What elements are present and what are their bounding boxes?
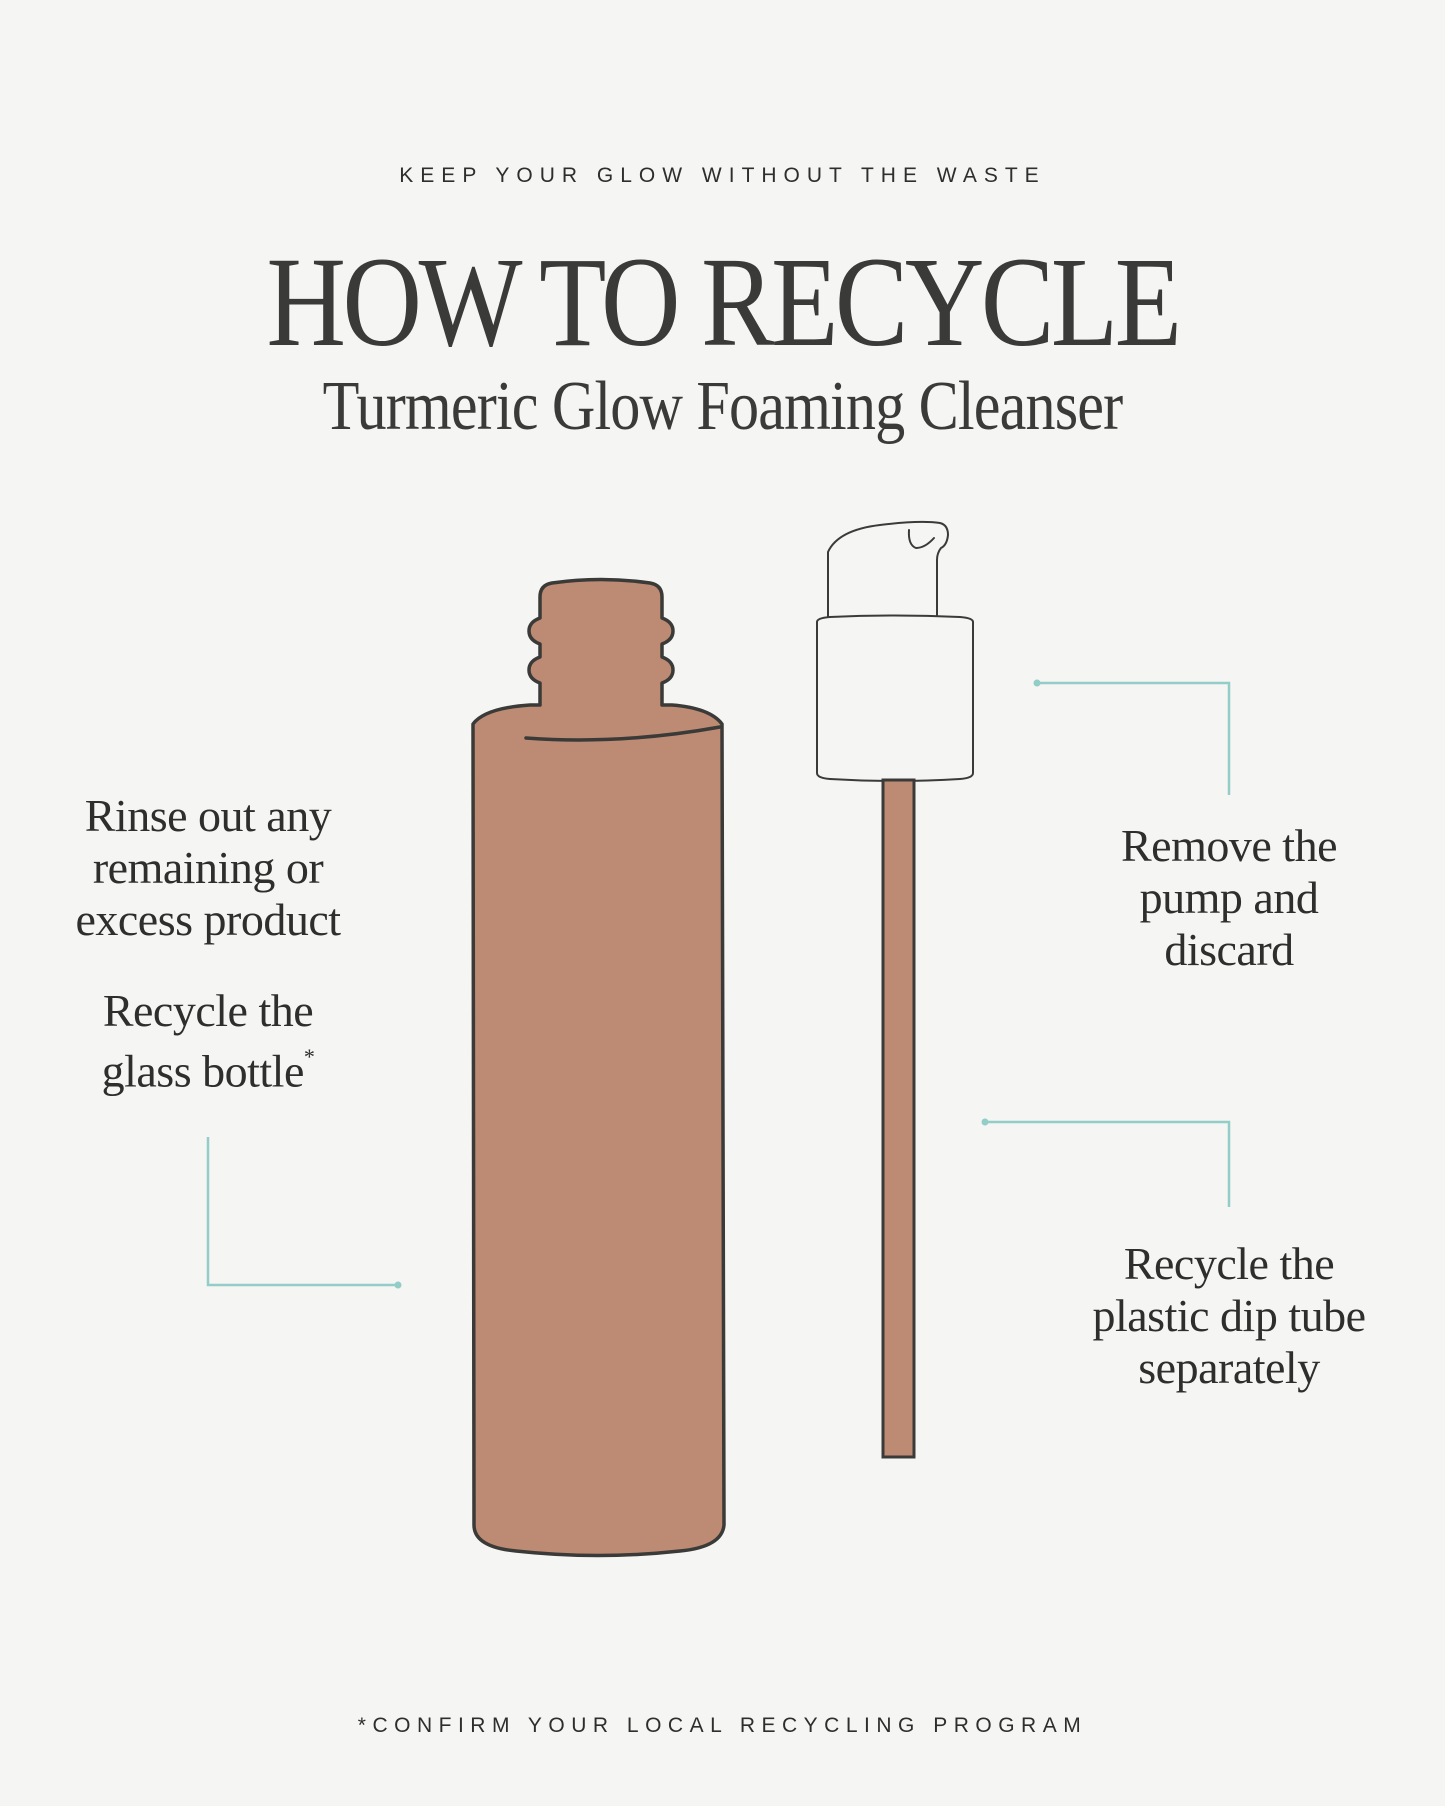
step-rinse-line: Rinse out any	[84, 790, 332, 841]
step-recycle-bottle-line: Recycle the	[102, 985, 314, 1036]
product-name: Turmeric Glow Foaming Cleanser	[322, 368, 1123, 445]
step-recycle-tube: Recycle the plastic dip tube separately	[1029, 1238, 1429, 1394]
glass-bottle-icon	[471, 577, 726, 1558]
step-remove-pump-line: discard	[1164, 924, 1294, 975]
step-recycle-tube-line: separately	[1138, 1342, 1320, 1393]
step-recycle-bottle-line: glass bottle	[101, 1045, 305, 1097]
step-rinse-line: excess product	[75, 894, 341, 945]
callout-line-pump	[1033, 679, 1231, 795]
callout-line-bottle	[206, 1137, 402, 1289]
page-title: HOW TO RECYCLE	[266, 231, 1181, 373]
step-remove-pump-line: Remove the	[1121, 820, 1338, 871]
step-rinse-line: remaining or	[92, 842, 324, 893]
step-recycle-bottle: Recycle the glass bottle*	[8, 985, 408, 1097]
pump-dispenser-icon	[816, 520, 974, 782]
step-remove-pump-line: pump and	[1139, 872, 1319, 923]
dip-tube-icon	[881, 778, 916, 1459]
step-recycle-tube-line: Recycle the	[1123, 1238, 1335, 1289]
callout-line-tube	[981, 1118, 1231, 1207]
step-recycle-tube-line: plastic dip tube	[1092, 1290, 1366, 1341]
footnote: *CONFIRM YOUR LOCAL RECYCLING PROGRAM	[357, 1714, 1088, 1737]
step-rinse: Rinse out any remaining or excess produc…	[8, 790, 408, 946]
step-remove-pump: Remove the pump and discard	[1029, 820, 1429, 976]
eyebrow-text: KEEP YOUR GLOW WITHOUT THE WASTE	[399, 164, 1046, 187]
footnote-asterisk: *	[303, 1044, 315, 1069]
